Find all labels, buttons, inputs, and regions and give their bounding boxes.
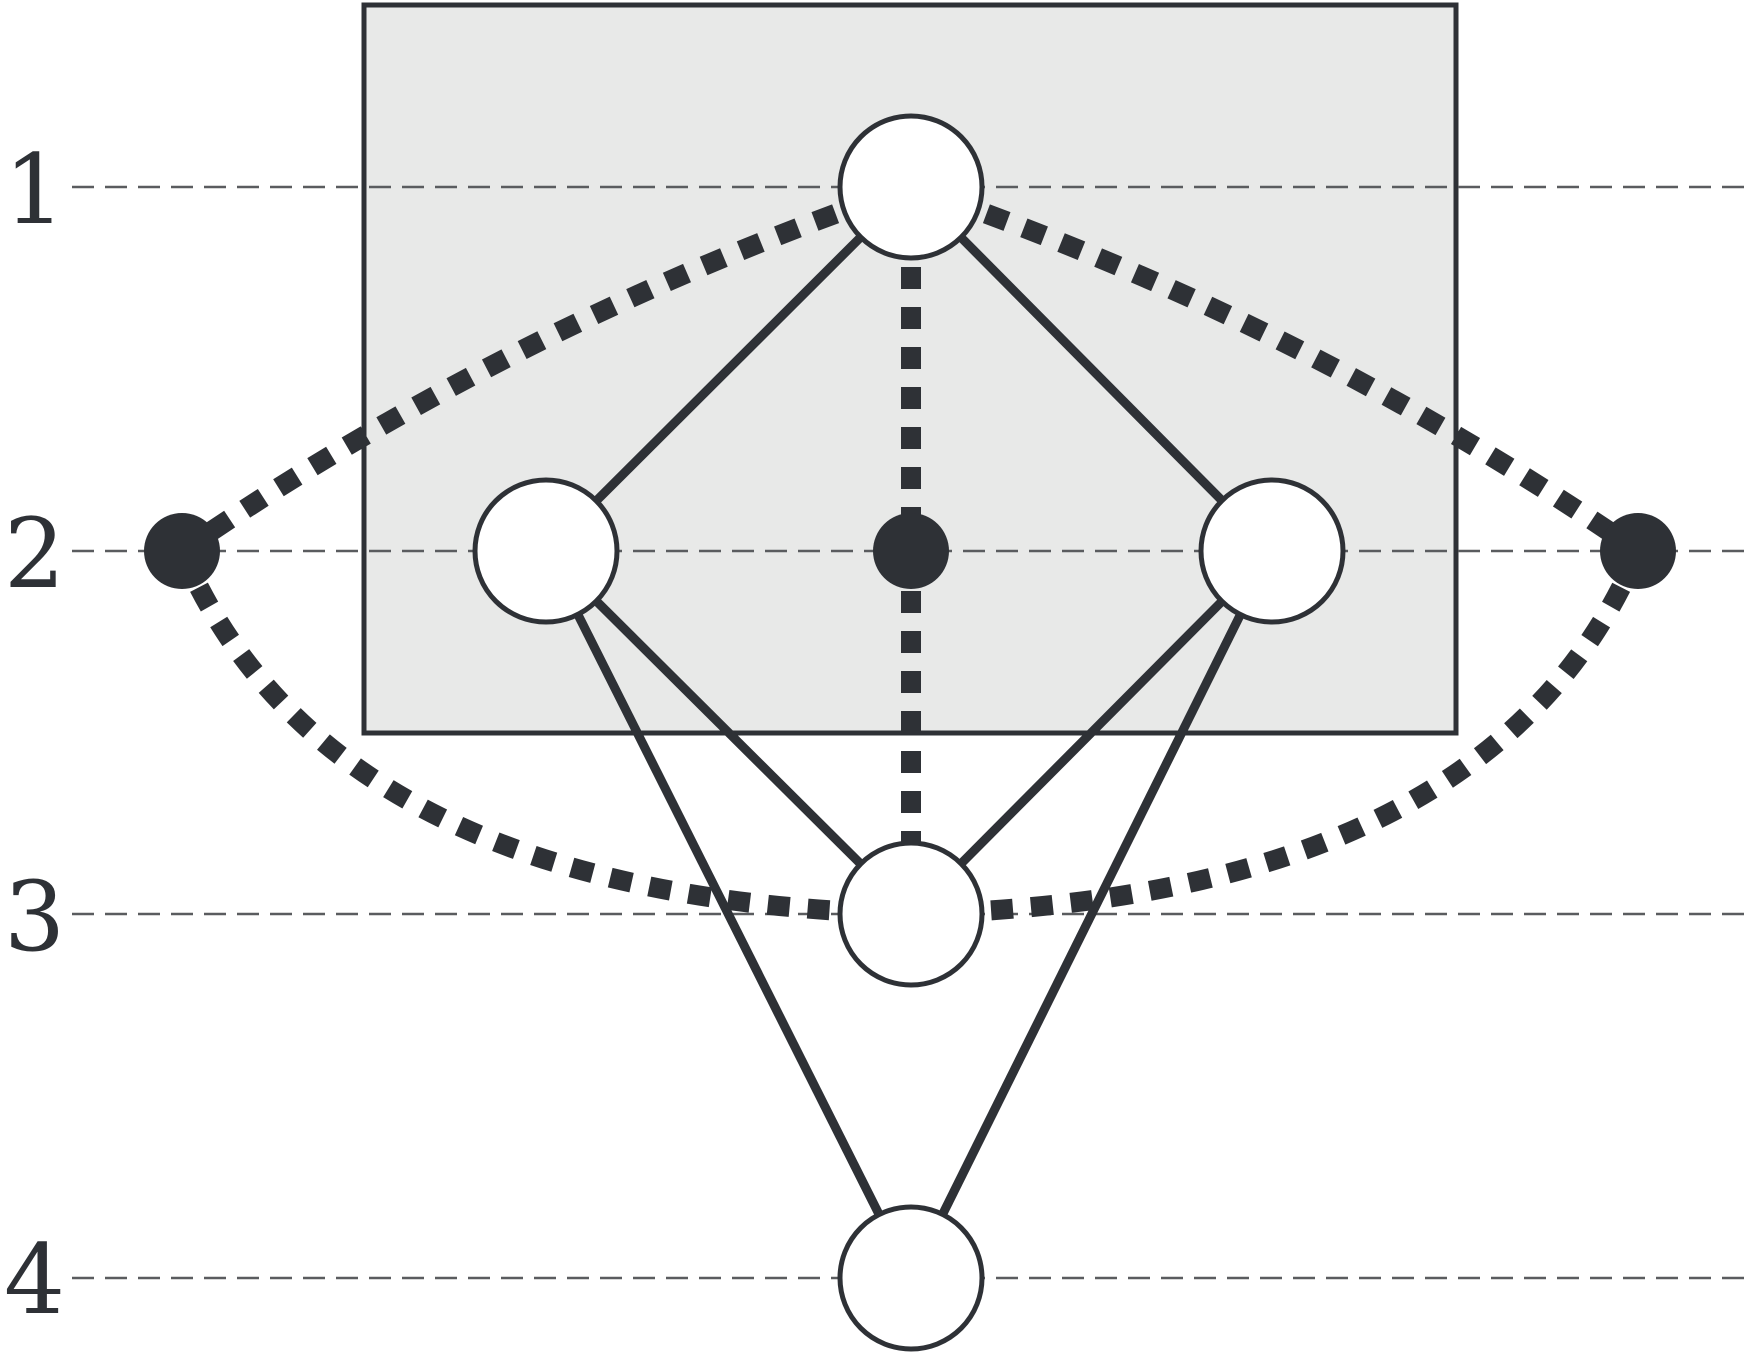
level-labels: 1 2 3 4 bbox=[4, 134, 65, 1336]
level-label-4: 4 bbox=[4, 1224, 65, 1336]
edge-far-right-middle bbox=[910, 547, 1648, 924]
level-label-1: 1 bbox=[4, 134, 65, 246]
level-label-2: 2 bbox=[4, 498, 65, 610]
edge-left-middle bbox=[542, 547, 915, 918]
level-label-3: 3 bbox=[4, 861, 65, 973]
edge-left-bottom bbox=[541, 548, 916, 1281]
nodes bbox=[144, 113, 1676, 1352]
edge-right-bottom bbox=[906, 548, 1277, 1281]
edge-top-far-left bbox=[176, 177, 915, 560]
node-far-left bbox=[144, 513, 220, 589]
edge-far-left-middle bbox=[172, 547, 912, 924]
node-bottom bbox=[837, 1204, 985, 1352]
node-right bbox=[1198, 477, 1346, 625]
node-middle bbox=[837, 840, 985, 988]
node-top bbox=[837, 113, 985, 261]
edge-top-left bbox=[542, 183, 915, 555]
edges bbox=[172, 177, 1648, 1281]
node-left bbox=[472, 477, 620, 625]
edge-right-middle bbox=[907, 547, 1276, 918]
edge-top-far-right bbox=[907, 177, 1644, 560]
node-center bbox=[873, 513, 949, 589]
node-far-right bbox=[1600, 513, 1676, 589]
edge-top-right bbox=[907, 183, 1276, 555]
